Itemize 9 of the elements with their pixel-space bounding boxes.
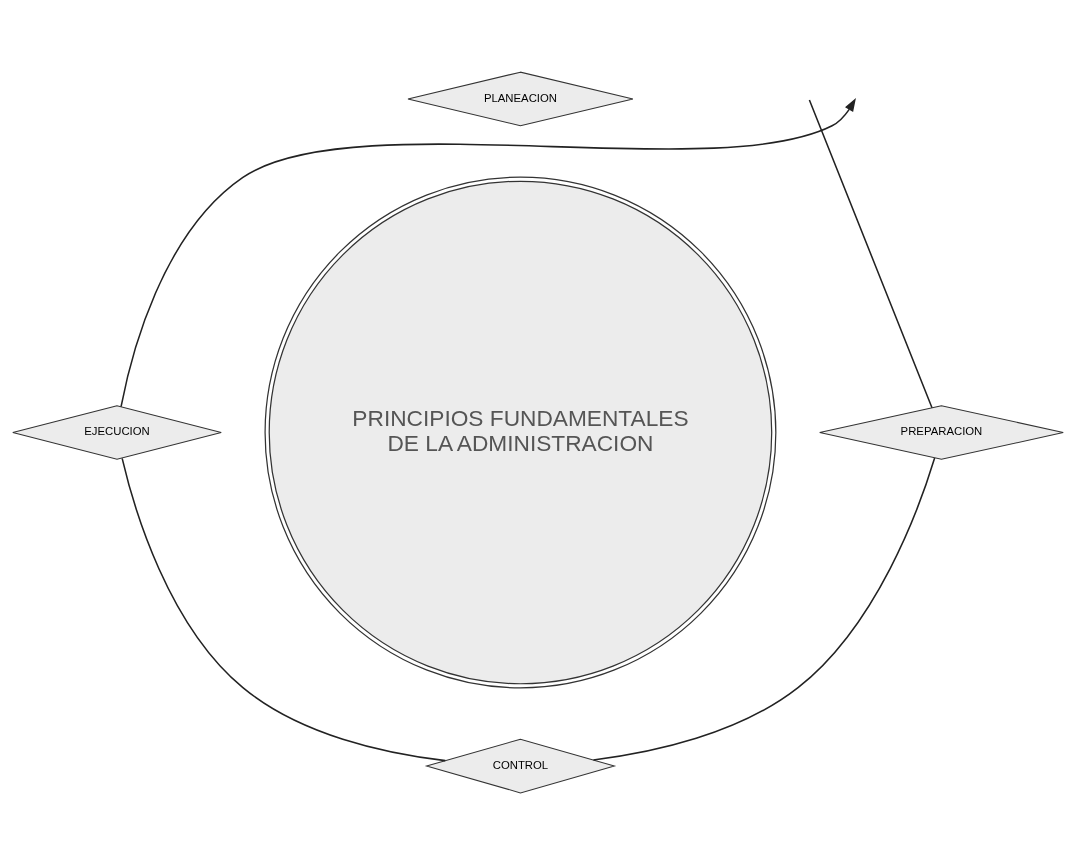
node-diamond: EJECUCION <box>12 405 222 460</box>
arrow <box>120 98 856 408</box>
node-diamond: PLANEACION <box>407 71 634 127</box>
connector <box>808 99 933 409</box>
node-diamond: CONTROL <box>424 738 617 794</box>
connector <box>592 457 936 761</box>
node-diamond: PREPARACION <box>819 405 1064 460</box>
connector <box>121 457 447 762</box>
node-circle: PRINCIPIOS FUNDAMENTALES DE LA ADMINISTRACION <box>264 176 777 689</box>
